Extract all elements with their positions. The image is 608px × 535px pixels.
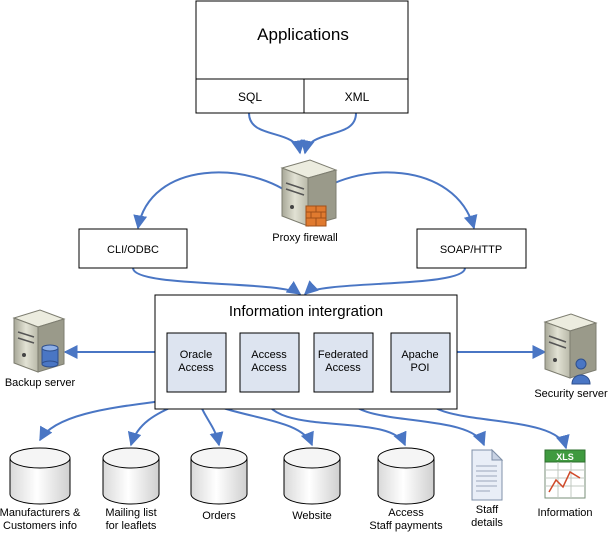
information-integration-box: Information intergration Oracle Access A… [154,294,458,410]
database-orders: Orders [190,447,248,522]
document-label-line: Staff [476,504,499,516]
database-icon [9,447,71,505]
database-icon [377,447,435,505]
soap-http-box: SOAP/HTTP [416,228,527,269]
cli-to-integration-connector [132,267,302,295]
module-label-line: Access [251,362,287,374]
information-integration-title: Information intergration [229,303,383,320]
module-label-line: Access [251,349,287,361]
proxy-server-icon [280,159,338,227]
database-label-line: Staff payments [369,520,443,532]
document-label-line: details [471,517,503,529]
xls-badge-label: XLS [556,452,574,462]
database-label-line: Customers info [3,520,77,532]
module-label-line: Access [325,362,361,374]
security-server-icon [543,313,598,385]
document-icon [471,448,504,501]
module-apache-poi: Apache POI [390,332,451,393]
module-label-line: POI [411,362,430,374]
module-label-line: Federated [318,349,368,361]
module-label-line: Access [178,362,214,374]
database-label-line: Website [292,510,332,522]
backup-server-icon [12,309,66,373]
staff-details-document: Staff details [471,448,504,529]
database-access-staff-payments: Access Staff payments [369,447,443,532]
security-server: Security server [534,313,608,400]
database-label-line: Manufacturers & [0,507,81,519]
module-label-line: Apache [401,349,438,361]
information-spreadsheet: XLS Information [537,449,593,519]
user-badge-icon [571,358,591,385]
cli-odbc-label: CLI/ODBC [107,244,159,256]
applications-box: Applications SQL XML [195,0,409,114]
proxy-firewall-label: Proxy firewall [272,232,337,244]
database-label-line: Orders [202,510,236,522]
module-federated-access: Federated Access [313,332,374,393]
applications-title: Applications [257,25,349,44]
proxy-to-cli-connector [133,171,297,230]
database-manufacturers: Manufacturers & Customers info [0,447,81,532]
proxy-firewall: Proxy firewall [272,159,338,244]
database-mailing-list: Mailing list for leaflets [102,447,160,532]
module-oracle-access: Oracle Access [166,332,227,393]
database-badge-icon [41,344,59,368]
backup-server: Backup server [5,309,76,389]
spreadsheet-icon: XLS [544,449,586,499]
soap-http-label: SOAP/HTTP [440,244,502,256]
database-icon [283,447,341,505]
database-label-line: Access [388,507,424,519]
module-access-access: Access Access [239,332,300,393]
backup-server-label: Backup server [5,377,76,389]
sql-to-proxy-connector [248,112,305,155]
database-icon [102,447,160,505]
security-server-label: Security server [534,388,608,400]
database-label-line: Mailing list [105,507,156,519]
xml-to-proxy-connector [300,112,357,155]
database-label-line: for leaflets [106,520,157,532]
cli-odbc-box: CLI/ODBC [78,228,188,269]
xml-label: XML [345,90,370,104]
database-icon [190,447,248,505]
soap-to-integration-connector [303,267,466,295]
database-website: Website [283,447,341,522]
module-label-line: Oracle [180,349,212,361]
sql-label: SQL [238,90,262,104]
information-label: Information [537,507,592,519]
